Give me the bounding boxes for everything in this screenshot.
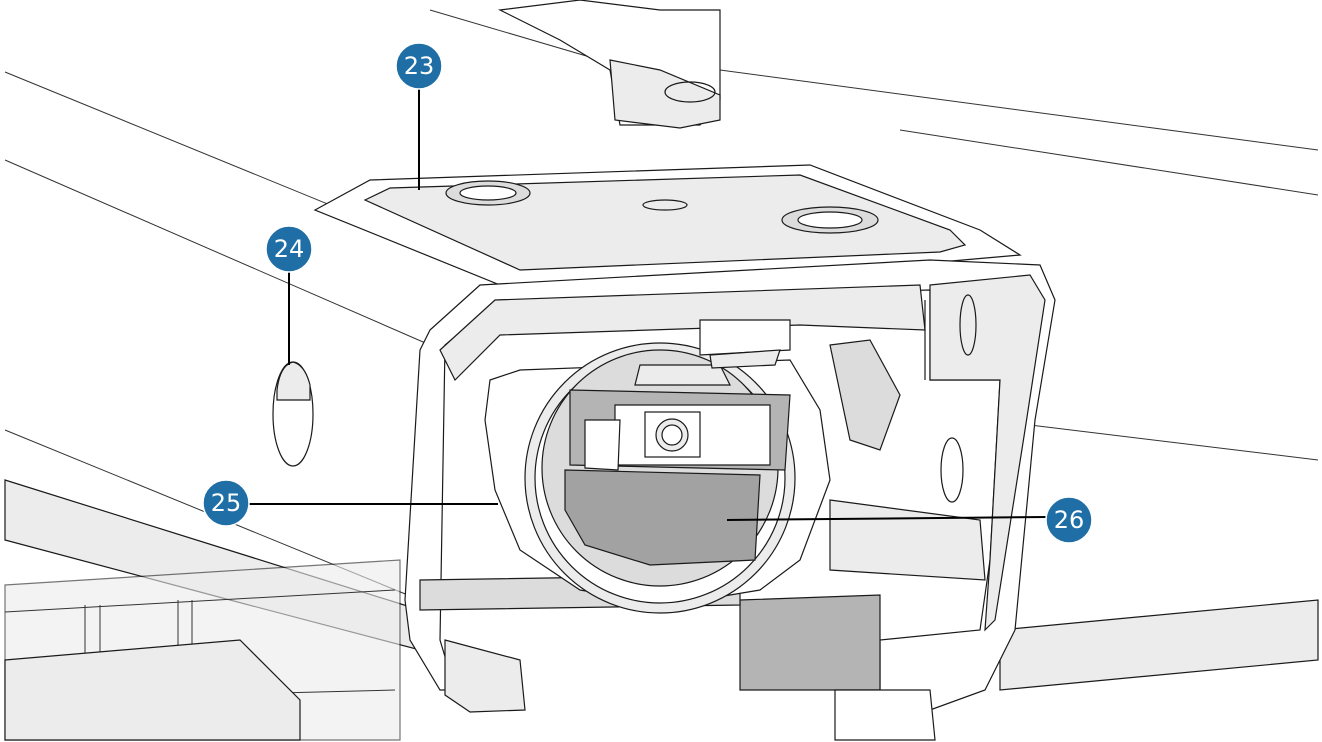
callout-26: 26 <box>1045 496 1093 544</box>
callout-label-23: 23 <box>404 52 435 80</box>
callout-label-26: 26 <box>1054 506 1085 534</box>
callout-23: 23 <box>395 42 443 90</box>
callout-24: 24 <box>265 225 313 273</box>
top-plate <box>313 164 1022 286</box>
callout-label-25: 25 <box>211 489 242 517</box>
leader-line-26 <box>726 516 1049 521</box>
coin-battery-holder <box>541 319 791 587</box>
side-hole <box>272 361 314 467</box>
callout-25: 25 <box>202 479 250 527</box>
battery-housing-frame <box>404 259 1056 741</box>
drone-arm-background <box>4 9 1319 741</box>
motor-mount-upper <box>497 0 721 129</box>
callout-label-24: 24 <box>274 235 305 263</box>
